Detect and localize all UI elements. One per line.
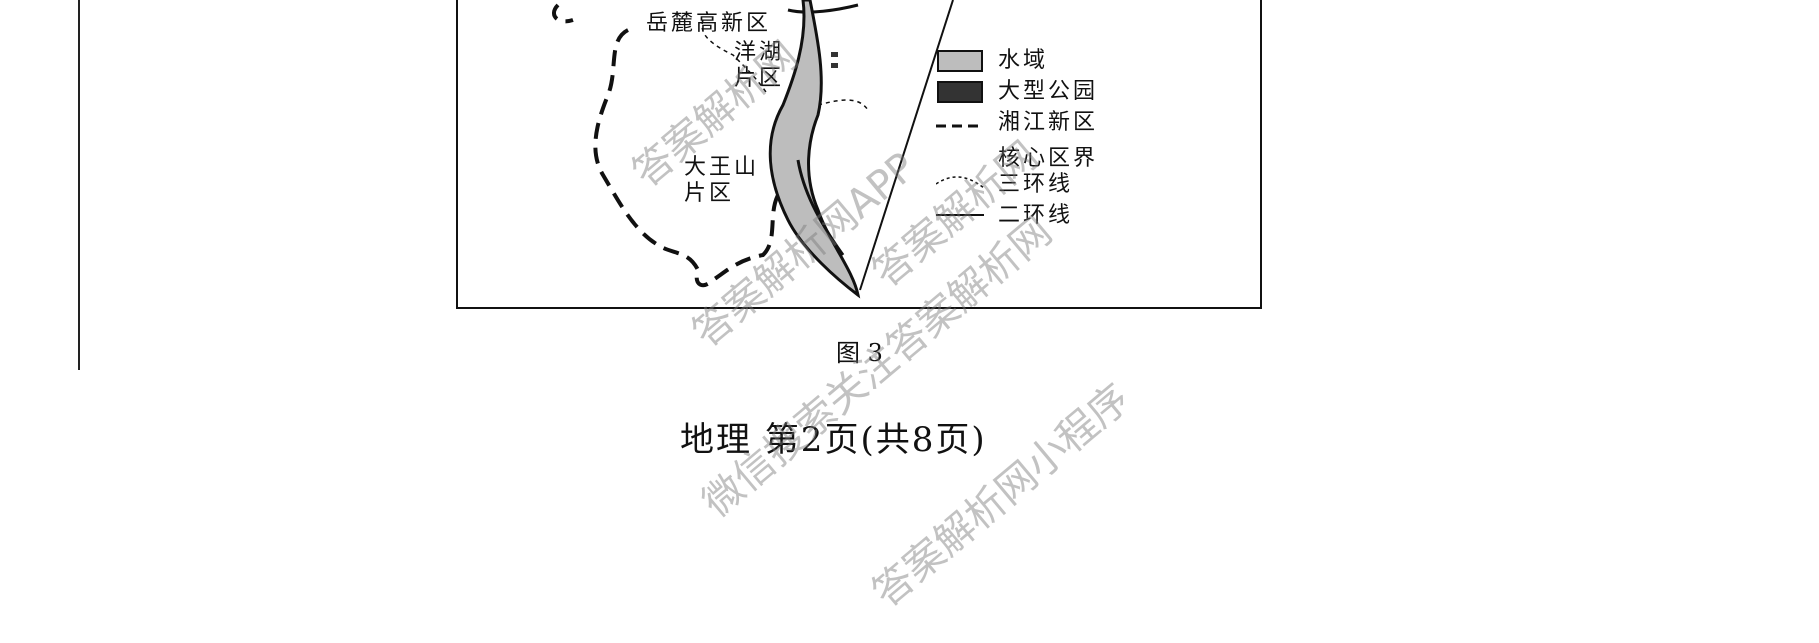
legend-label-core-boundary-1: 湘江新区 xyxy=(998,110,1099,135)
park-marker xyxy=(831,63,838,68)
core-boundary-line xyxy=(552,3,780,288)
third-ring-line xyxy=(701,19,869,111)
figure-caption: 图 3 xyxy=(836,339,883,367)
label-yuelu: 岳麓高新区 xyxy=(646,11,772,36)
map-figure: 岳麓高新区 洋湖片区 大王山片区 水域 大型公园 湘江新区 核心区界 三环线 二… xyxy=(456,0,1262,309)
watermark-text: 答案解析网小程序 xyxy=(864,375,1139,617)
inset-leader-line xyxy=(859,0,954,291)
label-yanghu: 洋湖片区 xyxy=(734,40,785,91)
legend-label-second-ring: 二环线 xyxy=(998,203,1074,228)
page-margin-rule xyxy=(78,0,80,370)
legend-label-park: 大型公园 xyxy=(998,79,1099,104)
page-footer: 地理 第2页(共8页) xyxy=(680,420,987,460)
river-island xyxy=(796,159,845,256)
park-marker xyxy=(831,52,838,57)
legend-label-third-ring: 三环线 xyxy=(998,172,1074,197)
map-drawing xyxy=(552,0,954,299)
legend-label-water: 水域 xyxy=(998,48,1049,73)
legend-label-core-boundary-2: 核心区界 xyxy=(998,146,1099,171)
second-ring-line xyxy=(787,3,859,14)
label-dawangshan: 大王山片区 xyxy=(684,155,760,206)
river-water xyxy=(768,0,861,299)
